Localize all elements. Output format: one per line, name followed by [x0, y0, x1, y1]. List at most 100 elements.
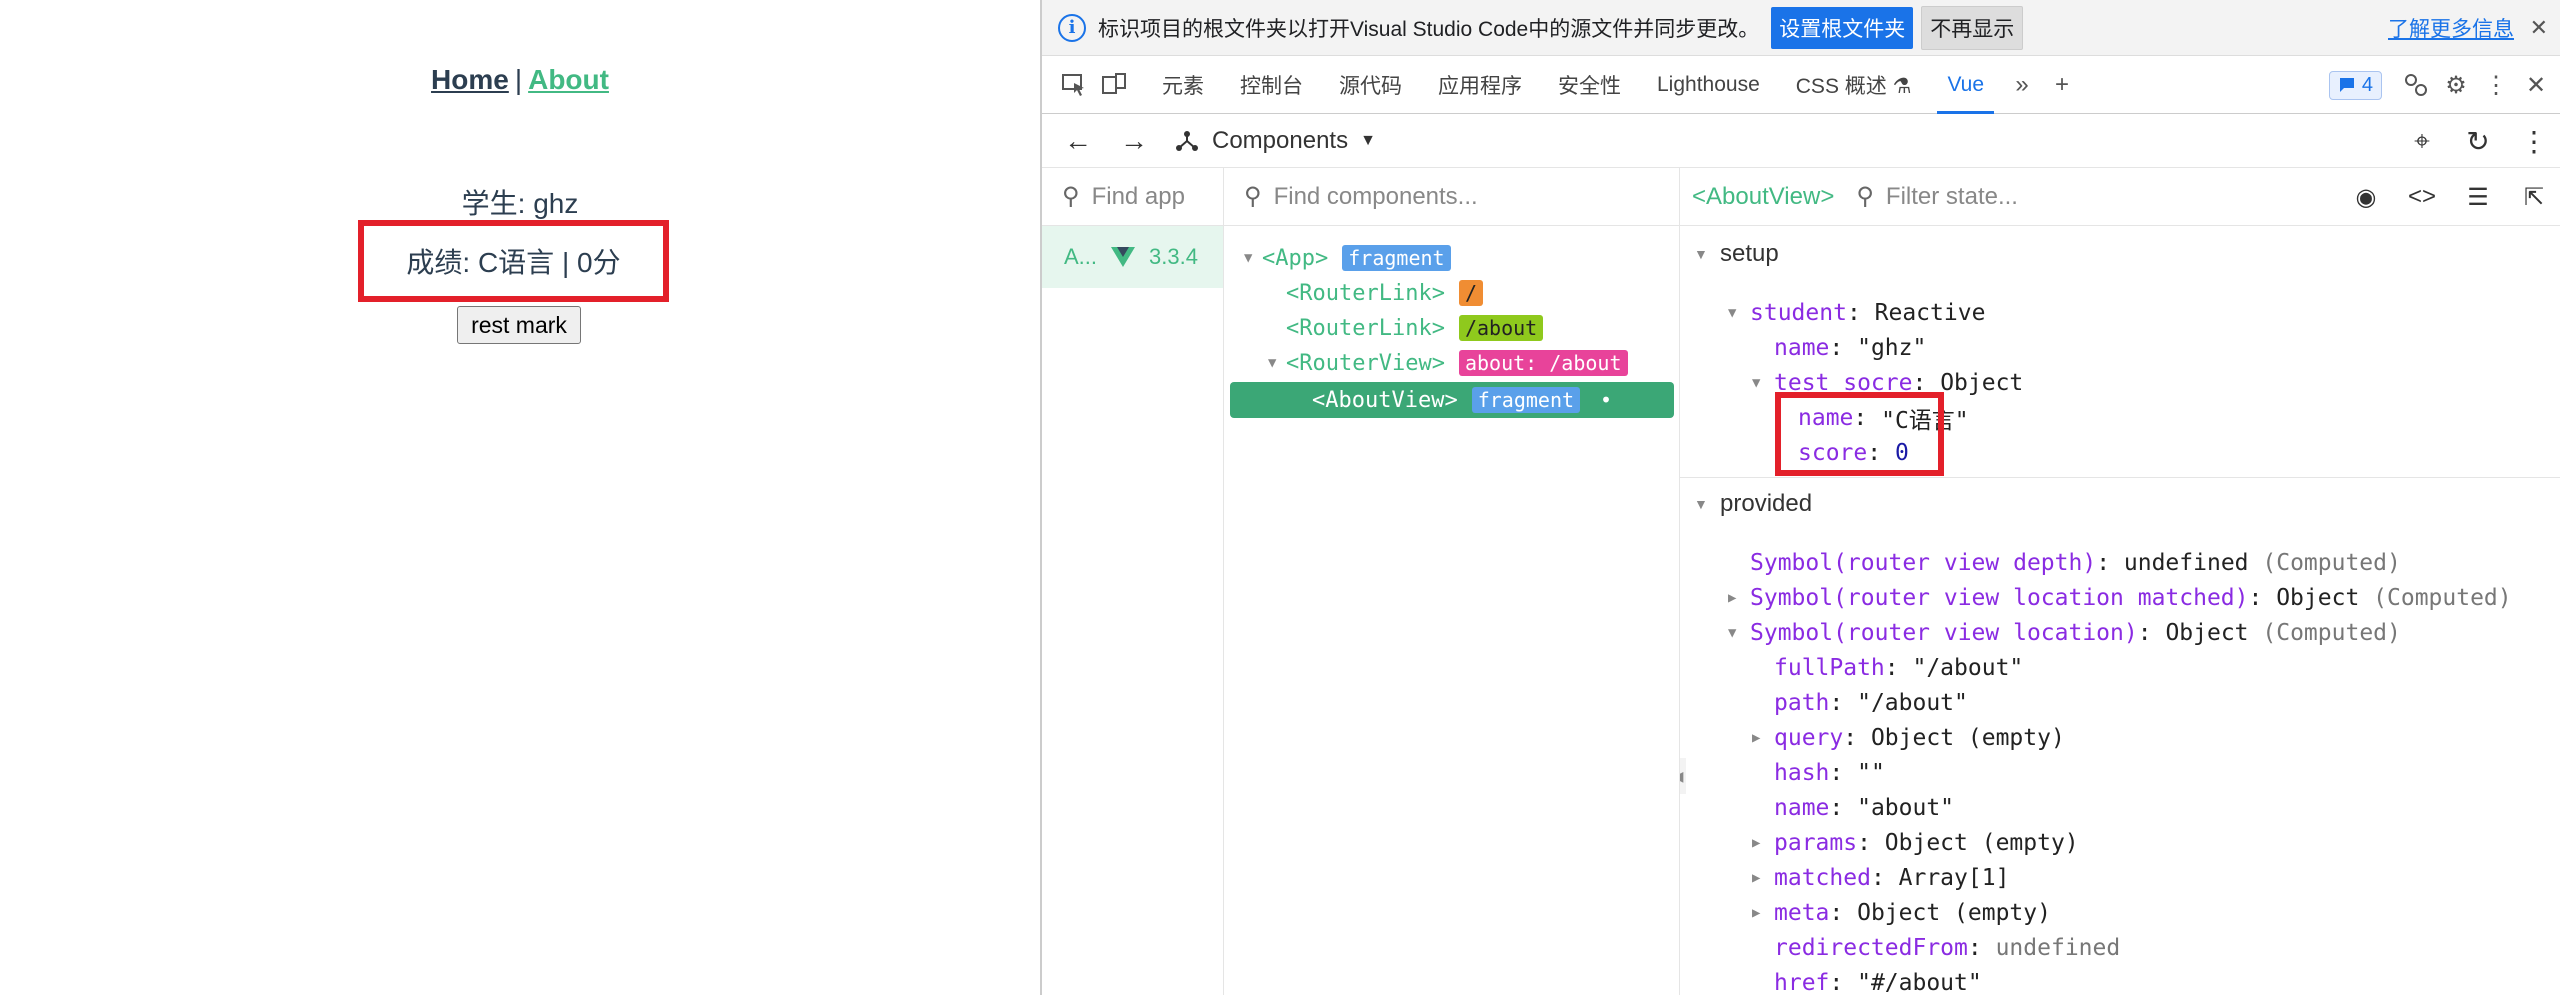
- state-key: fullPath: [1774, 655, 1885, 681]
- provided-row[interactable]: Symbol(router view depth): undefined (Co…: [1750, 550, 2401, 576]
- provided-row[interactable]: path: "/about": [1774, 690, 1968, 716]
- tab-sources[interactable]: 源代码: [1339, 74, 1402, 98]
- expand-arrow-icon[interactable]: ▶: [1752, 870, 1761, 886]
- tree-node-tag: <RouterView>: [1286, 350, 1445, 376]
- expand-arrow-icon[interactable]: ▼: [1244, 250, 1253, 266]
- state-key: hash: [1774, 760, 1830, 786]
- set-root-folder-button[interactable]: 设置根文件夹: [1771, 6, 1914, 49]
- collapse-panel-icon[interactable]: ◀: [1680, 758, 1686, 794]
- tab-application[interactable]: 应用程序: [1438, 74, 1522, 98]
- tab-elements[interactable]: 元素: [1162, 74, 1204, 98]
- state-row-test-socre[interactable]: ▼ test_socre: Object: [1752, 370, 2024, 396]
- eye-icon[interactable]: ◉: [2355, 183, 2377, 211]
- expand-arrow-icon[interactable]: ▶: [1752, 835, 1761, 851]
- back-arrow-icon[interactable]: ←: [1064, 124, 1092, 156]
- filter-state-input[interactable]: Filter state...: [1885, 182, 2018, 210]
- provided-row[interactable]: ▶ matched: Array[1]: [1752, 865, 2010, 891]
- find-components-input[interactable]: Find components...: [1273, 182, 1478, 210]
- customize-icon[interactable]: [2396, 65, 2436, 105]
- provided-row[interactable]: ▼ Symbol(router view location): Object (…: [1728, 620, 2401, 646]
- open-external-icon[interactable]: ⇱: [2523, 183, 2545, 211]
- section-divider: [1680, 477, 2560, 478]
- close-devtools-icon[interactable]: ✕: [2525, 71, 2547, 99]
- list-icon[interactable]: ☰: [2467, 183, 2489, 211]
- gear-icon[interactable]: ⚙: [2445, 71, 2467, 99]
- provided-row[interactable]: name: "about": [1774, 795, 1955, 821]
- state-row-score[interactable]: score: 0: [1798, 440, 1909, 466]
- inspect-element-icon[interactable]: [1054, 65, 1094, 105]
- target-icon[interactable]: ⌖: [2414, 124, 2430, 156]
- collapse-arrow-icon[interactable]: ▼: [1728, 305, 1737, 321]
- add-tab-icon[interactable]: +: [2055, 70, 2070, 98]
- provided-row[interactable]: href: "#/about": [1774, 970, 1982, 995]
- tree-node-app[interactable]: ▼ <App> fragment: [1244, 242, 1451, 274]
- app-page: Home|About 学生: ghz 成绩: C语言 | 0分 rest mar…: [0, 0, 1040, 995]
- close-icon[interactable]: ✕: [2529, 14, 2548, 40]
- tab-lighthouse[interactable]: Lighthouse: [1657, 72, 1760, 96]
- find-components-search[interactable]: ⚲ Find components...: [1224, 168, 1679, 226]
- state-value: undefined: [2123, 550, 2249, 576]
- tab-security[interactable]: 安全性: [1558, 74, 1621, 98]
- provided-row[interactable]: ▶ meta: Object (empty): [1752, 900, 2051, 926]
- components-label: Components: [1212, 126, 1349, 154]
- vue-logo-icon: [1111, 247, 1136, 267]
- app-list-item[interactable]: A... 3.3.4: [1042, 226, 1223, 288]
- provided-row[interactable]: redirectedFrom: undefined: [1774, 935, 2121, 961]
- state-header-actions: ◉ <> ☰ ⇱: [2338, 168, 2560, 226]
- components-dropdown[interactable]: Components ▼: [1174, 127, 1376, 155]
- infobar-text: 标识项目的根文件夹以打开Visual Studio Code中的源文件并同步更改…: [1098, 17, 1760, 41]
- dont-show-again-button[interactable]: 不再显示: [1921, 5, 2024, 50]
- tab-css-overview[interactable]: CSS 概述 ⚗: [1795, 74, 1912, 98]
- tree-node-badge: about: /about: [1458, 350, 1628, 376]
- find-app-search[interactable]: ⚲ Find app: [1042, 168, 1223, 226]
- expand-arrow-icon[interactable]: ▶: [1752, 730, 1761, 746]
- forward-arrow-icon[interactable]: →: [1120, 124, 1148, 156]
- collapse-arrow-icon[interactable]: ▼: [1694, 246, 1708, 262]
- refresh-icon[interactable]: ↻: [2466, 125, 2490, 157]
- provided-row[interactable]: ▶ query: Object (empty): [1752, 725, 2065, 751]
- reset-mark-button[interactable]: rest mark: [457, 306, 581, 344]
- issues-badge[interactable]: 4: [2328, 70, 2382, 100]
- component-tree-column: ⚲ Find components... ▼ <App> fragment <R…: [1224, 168, 1680, 995]
- section-setup[interactable]: ▼ setup: [1680, 240, 1779, 268]
- tree-node-aboutview[interactable]: <AboutView> fragment •: [1312, 384, 1612, 416]
- state-value: "C语言": [1881, 408, 1969, 434]
- kebab-menu-icon[interactable]: ⋮: [2520, 125, 2548, 157]
- expand-arrow-icon[interactable]: ▶: [1728, 590, 1737, 606]
- tree-node-routerview[interactable]: ▼ <RouterView> about: /about: [1268, 347, 1628, 379]
- provided-row[interactable]: ▶ Symbol(router view location matched): …: [1728, 585, 2512, 611]
- learn-more-link[interactable]: 了解更多信息: [2388, 17, 2514, 41]
- collapse-arrow-icon[interactable]: ▼: [1752, 375, 1761, 391]
- tab-console[interactable]: 控制台: [1240, 74, 1303, 98]
- expand-arrow-icon[interactable]: ▶: [1752, 905, 1761, 921]
- find-app-input[interactable]: Find app: [1091, 182, 1185, 210]
- issues-count: 4: [2361, 73, 2373, 96]
- state-key: name: [1774, 335, 1830, 361]
- state-key: href: [1774, 970, 1830, 995]
- section-provided[interactable]: ▼ provided: [1680, 490, 1812, 518]
- state-row-test-name[interactable]: name: "C语言": [1798, 401, 1969, 435]
- tree-node-routerlink[interactable]: <RouterLink> /about: [1286, 312, 1544, 344]
- state-value: "": [1857, 760, 1885, 786]
- code-icon[interactable]: <>: [2407, 183, 2437, 210]
- state-value: "ghz": [1857, 335, 1927, 361]
- tab-vue[interactable]: Vue: [1929, 56, 2002, 114]
- collapse-arrow-icon[interactable]: ▼: [1728, 625, 1737, 641]
- tree-node-routerlink[interactable]: <RouterLink> /: [1286, 277, 1483, 309]
- provided-row[interactable]: ▶ params: Object (empty): [1752, 830, 2079, 856]
- device-toolbar-icon[interactable]: [1094, 65, 1134, 105]
- state-meta: (Computed): [2373, 585, 2512, 611]
- state-row-student[interactable]: ▼ student: Reactive: [1728, 300, 1986, 326]
- kebab-menu-icon[interactable]: ⋮: [2484, 71, 2508, 99]
- expand-arrow-icon[interactable]: ▼: [1268, 355, 1277, 371]
- devtools-tabbar: 元素 控制台 源代码 应用程序 安全性 Lighthouse CSS 概述 ⚗ …: [1042, 56, 2560, 114]
- more-tabs-icon[interactable]: »: [2015, 70, 2029, 98]
- provided-row[interactable]: hash: "": [1774, 760, 1885, 786]
- collapse-arrow-icon[interactable]: ▼: [1694, 496, 1708, 512]
- devtools-infobar: i 标识项目的根文件夹以打开Visual Studio Code中的源文件并同步…: [1042, 0, 2560, 56]
- provided-row[interactable]: fullPath: "/about": [1774, 655, 2024, 681]
- nav-link-about[interactable]: About: [528, 64, 609, 95]
- state-value: Object: [2276, 585, 2360, 611]
- state-row-name[interactable]: name: "ghz": [1774, 335, 1927, 361]
- nav-link-home[interactable]: Home: [431, 64, 509, 95]
